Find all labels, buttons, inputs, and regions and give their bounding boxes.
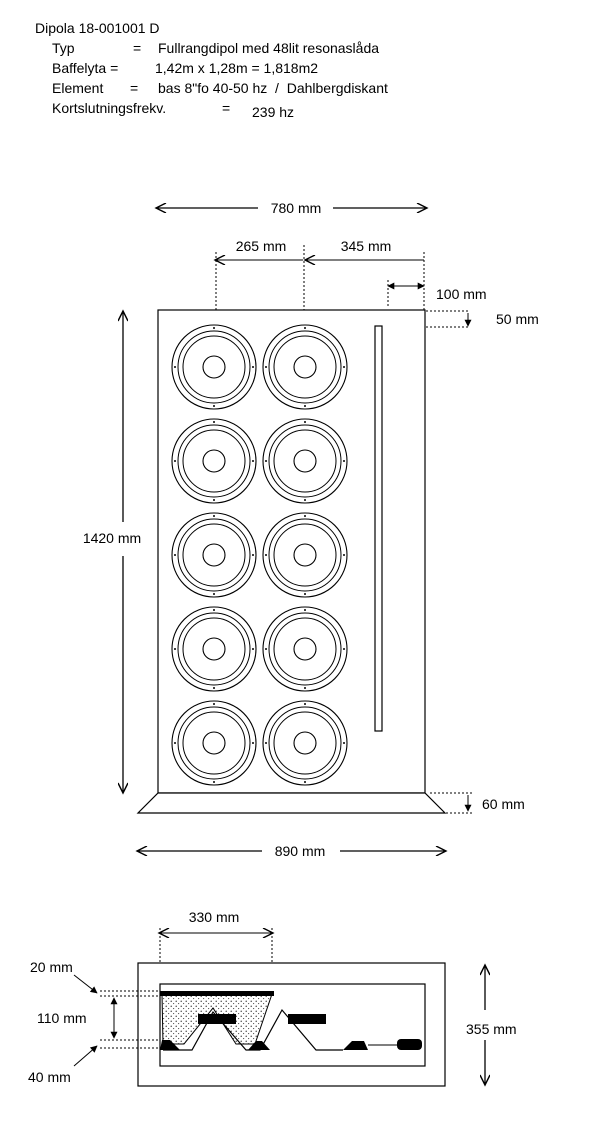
woofer-driver [171,418,257,504]
spec-sep-kortslutning: = [222,100,231,116]
dim-tweeter-offset: 100 mm [387,280,487,308]
dim-label-1420: 1420 mm [83,530,141,546]
spec-value-baffelyta: 1,42m x 1,28m = 1,818m2 [155,60,319,76]
spec-value-typ: Fullrangdipol med 48lit resonaslåda [158,40,380,56]
woofer-driver [171,700,257,786]
woofer-driver [171,512,257,598]
dim-height: 1420 mm [83,312,141,792]
dim-base-height: 60 mm [430,792,525,814]
dim-section-gaps: 20 mm 110 mm 40 mm [28,959,160,1085]
dim-label-20: 20 mm [30,959,73,975]
dim-top-margin: 50 mm [426,310,539,328]
spec-sep-typ: = [133,40,142,56]
spec-value-kortslutning: 239 hz [252,104,295,120]
spec-label-kortslutning: Kortslutningsfrekv. [52,100,167,116]
spec-value-element: bas 8"fo 40-50 hz / Dahlbergdiskant [158,80,388,96]
magnet-2 [288,1014,326,1024]
dim-label-890: 890 mm [275,843,326,859]
dim-label-265: 265 mm [236,238,287,254]
woofer-driver [171,324,257,410]
spec-label-baffelyta: Baffelyta = [52,60,119,76]
magnet-1 [198,1014,236,1024]
dim-label-780: 780 mm [271,200,322,216]
foot-right [343,1041,368,1050]
woofer-driver [262,700,348,786]
speaker-base [136,792,447,814]
driver-grid [171,324,348,786]
spec-label-element: Element [52,80,104,96]
dim-column-spacing: 265 mm 345 mm [216,238,425,310]
dim-base-width: 890 mm [138,843,445,859]
tweeter-strip [374,325,383,732]
dim-label-50: 50 mm [496,311,539,327]
dim-label-60: 60 mm [482,796,525,812]
woofer-driver [262,324,348,410]
woofer-driver [171,606,257,692]
dim-label-40: 40 mm [28,1069,71,1085]
foot-mid [248,1041,270,1050]
woofer-driver [262,606,348,692]
spec-sep-element: = [130,80,139,96]
dim-overall-width: 780 mm [157,200,426,216]
dim-label-100: 100 mm [436,286,487,302]
foot-left [160,1040,180,1050]
woofer-driver [262,418,348,504]
tweeter-section [397,1039,422,1050]
dim-label-345: 345 mm [341,238,392,254]
spec-title: Dipola 18-001001 D [35,20,160,36]
dim-section-height: 355 mm [466,966,517,1084]
dim-label-330: 330 mm [189,909,240,925]
dim-label-355: 355 mm [466,1021,517,1037]
woofer-driver [262,512,348,598]
spec-label-typ: Typ [52,40,75,56]
cover-plate [160,991,274,996]
dim-label-110: 110 mm [37,1010,87,1026]
